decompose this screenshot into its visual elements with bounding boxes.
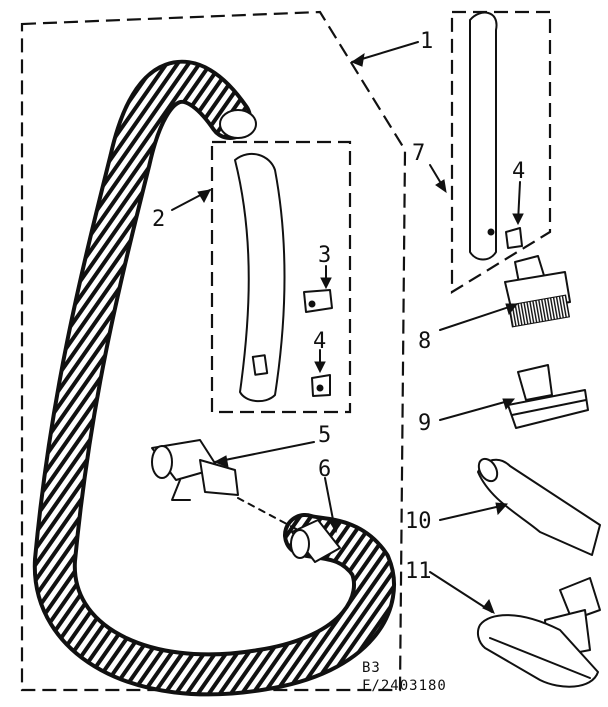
crevice-tool	[477, 457, 601, 556]
callout-3: 3	[318, 243, 331, 268]
callout-2: 2	[152, 207, 165, 232]
callout-1: 1	[420, 29, 433, 54]
hose-clip	[303, 289, 333, 313]
wand-section-outline	[210, 140, 352, 414]
callout-6: 6	[318, 457, 331, 482]
curved-wand-handle	[234, 152, 286, 403]
callout-11: 11	[405, 559, 432, 584]
callout-4-wand: 4	[512, 159, 525, 184]
latch-button	[311, 374, 331, 397]
extension-wand-outline	[450, 10, 552, 294]
hose-end-cuff	[290, 519, 341, 563]
flexible-hose	[32, 59, 396, 697]
callout-8: 8	[418, 329, 431, 354]
drawing-code-line2: F/2403180	[362, 678, 447, 694]
callout-5: 5	[318, 423, 331, 448]
callout-7: 7	[412, 141, 425, 166]
dusting-brush	[504, 255, 571, 328]
extension-wand	[469, 11, 498, 261]
callout-9: 9	[418, 411, 431, 436]
callout-4-clip: 4	[313, 329, 326, 354]
drawing-code-line1: B3	[362, 660, 381, 676]
leader-lines	[171, 41, 524, 614]
wand-latch	[505, 227, 523, 249]
upholstery-tool	[507, 364, 589, 429]
cuff-axis-line	[237, 497, 299, 531]
swivel-connector	[151, 439, 239, 501]
callout-10: 10	[405, 509, 432, 534]
floor-tool	[476, 577, 601, 688]
